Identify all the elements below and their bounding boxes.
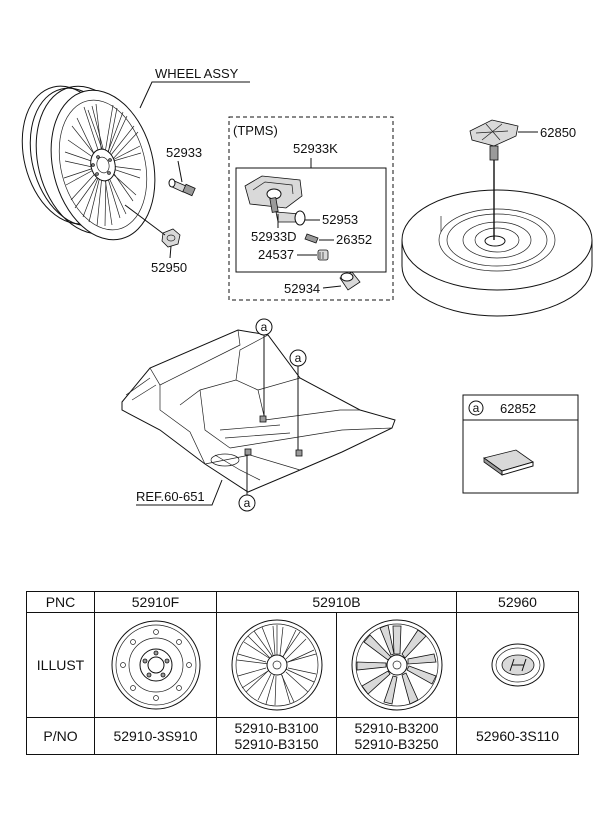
pno-col2a: 52910-B3100 52910-B3150 [216, 717, 337, 755]
table-row-pno: P/NO 52910-3S910 52910-B3100 52910-B3150… [26, 717, 579, 755]
alloy-wheel-a-icon [231, 619, 322, 711]
svg-text:a: a [244, 496, 251, 510]
illust-hub-cap [456, 612, 579, 718]
leader-wheel-nut [124, 204, 166, 236]
alloy-wheel-b-icon [351, 619, 442, 711]
pno-col3: 52960-3S110 [456, 717, 579, 755]
spare-tire-illustration [401, 189, 593, 317]
legend-marker-a: a [473, 401, 480, 415]
valve-stem-52933-illustration [168, 178, 196, 197]
pnc-col1: 52910F [94, 591, 217, 613]
illust-alloy-wheel-a [216, 612, 337, 718]
reference-label: REF.60-651 [136, 489, 205, 504]
pno-col1: 52910-3S910 [94, 717, 217, 755]
leader-52950 [169, 245, 172, 259]
part-label-52950: 52950 [151, 260, 187, 275]
pnc-col3: 52960 [456, 591, 579, 613]
svg-text:a: a [261, 320, 268, 334]
leader-52934 [322, 285, 342, 289]
pnc-col2: 52910B [216, 591, 457, 613]
exploded-parts-drawing: WHEEL ASSY 52933 52950 (TPMS) 52933K 529… [21, 66, 593, 512]
row-label-pnc: PNC [26, 591, 95, 613]
hub-cap-icon [491, 643, 544, 687]
table-row-illust: ILLUST [26, 612, 579, 718]
wheel-assy-leader [139, 81, 250, 109]
marker-a-top-left: a [255, 318, 273, 416]
pno-col2a-line1: 52910-B3100 [234, 720, 319, 736]
reference-leader [136, 479, 223, 506]
legend-box-62852: a 62852 [462, 394, 579, 494]
core-26352-illustration [304, 233, 319, 244]
nut-52950-illustration [161, 228, 181, 248]
part-label-62850: 62850 [540, 125, 576, 140]
grommet-52934-illustration [339, 271, 361, 291]
pno-col2b: 52910-B3200 52910-B3250 [336, 717, 457, 755]
wheel-assy-label: WHEEL ASSY [155, 66, 239, 81]
part-label-52934: 52934 [284, 281, 320, 296]
tpms-group-box [228, 116, 394, 301]
part-label-52933k: 52933K [293, 141, 338, 156]
pno-col2b-line1: 52910-B3200 [354, 720, 439, 736]
part-label-52933d: 52933D [251, 229, 297, 244]
pno-col2b-line2: 52910-B3250 [354, 736, 439, 752]
marker-a-bottom: a [238, 455, 256, 512]
hold-down-bolt-62850-illustration [469, 119, 519, 240]
part-label-52933: 52933 [166, 145, 202, 160]
cap-24537-illustration [317, 249, 329, 261]
row-label-illust: ILLUST [26, 612, 95, 718]
svg-text:a: a [295, 351, 302, 365]
illust-alloy-wheel-b [336, 612, 457, 718]
floor-panel-illustration [121, 329, 396, 493]
row-label-pno: P/NO [26, 717, 95, 755]
marker-a-top-right: a [289, 349, 307, 450]
wheel-assembly-illustration [21, 85, 156, 241]
legend-part-label-62852: 62852 [500, 401, 536, 416]
part-label-52953: 52953 [322, 212, 358, 227]
tpms-kit-box [235, 167, 387, 273]
table-row-pnc: PNC 52910F 52910B 52960 [26, 591, 579, 613]
tpms-label: (TPMS) [233, 123, 278, 138]
tpms-sensor-illustration [244, 175, 306, 226]
part-label-26352: 26352 [336, 232, 372, 247]
pno-col2a-line2: 52910-B3150 [234, 736, 319, 752]
parts-table: PNC 52910F 52910B 52960 ILLUST [26, 591, 579, 755]
leader-52933 [177, 160, 183, 183]
illust-steel-wheel [94, 612, 217, 718]
part-label-24537: 24537 [258, 247, 294, 262]
steel-wheel-icon [111, 620, 200, 710]
